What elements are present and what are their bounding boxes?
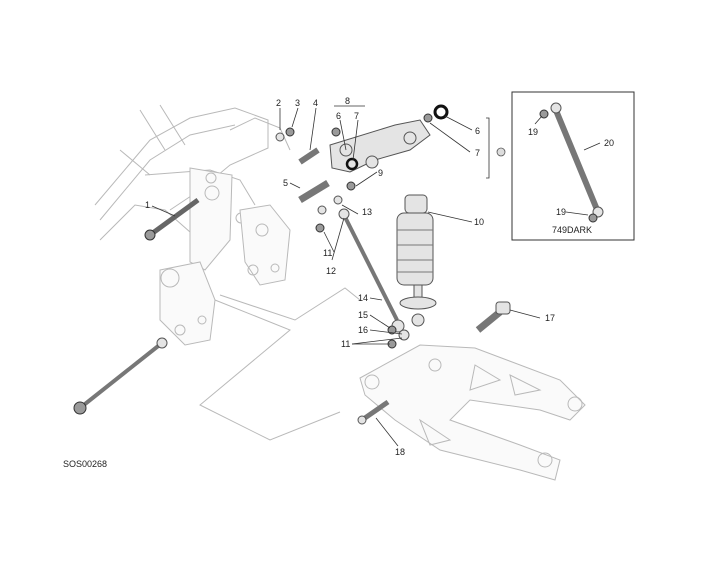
callout-11-low: 11	[341, 339, 350, 349]
part-washer-2	[275, 132, 285, 142]
part-bush-4	[298, 147, 320, 165]
reference-symbol-icon	[496, 147, 506, 157]
part-nut-9	[346, 181, 356, 191]
part-washer-11b	[315, 223, 325, 233]
callout-14: 14	[358, 293, 368, 303]
part-bolt-17	[475, 301, 511, 333]
callout-15: 15	[358, 310, 368, 320]
callout-8: 8	[345, 96, 350, 106]
inset-label: 749DARK	[552, 225, 592, 235]
callout-11: 11	[323, 248, 332, 258]
part-swingarm	[359, 344, 586, 481]
callout-2: 2	[276, 98, 281, 108]
callout-4: 4	[313, 98, 318, 108]
callout-20: 20	[604, 138, 614, 148]
callout-9: 9	[378, 168, 383, 178]
callout-17: 17	[545, 313, 555, 323]
part-bolt-18	[357, 399, 390, 425]
part-washer-11	[317, 205, 327, 215]
drawing-code: SOS00268	[63, 459, 107, 469]
frame-outline	[94, 104, 291, 346]
callout-19-top: 19	[528, 127, 538, 137]
callout-6: 6	[336, 111, 341, 121]
callout-6-right: 6	[475, 126, 480, 136]
callout-3: 3	[295, 98, 300, 108]
callout-labels: 1 2 3 4 5 6 7 8 9 10 11 12 13 14 15 16 1…	[63, 96, 614, 469]
callout-1: 1	[145, 200, 150, 210]
part-pin-5	[298, 180, 330, 203]
part-tie-rod-14	[338, 208, 405, 333]
inset-749dark	[511, 91, 635, 241]
callout-19-bottom: 19	[556, 207, 566, 217]
part-ring-16	[398, 329, 410, 341]
callout-10: 10	[474, 217, 484, 227]
callout-5: 5	[283, 178, 288, 188]
seal-ring	[345, 157, 359, 171]
part-rocker-linkage	[329, 104, 449, 173]
callout-7-right: 7	[475, 148, 480, 158]
part-clip-13	[333, 195, 343, 205]
part-shock-absorber-10	[396, 194, 437, 327]
part-washer-3	[285, 127, 295, 137]
callout-12: 12	[326, 266, 336, 276]
callout-7: 7	[354, 111, 359, 121]
part-pivot-shaft	[73, 337, 168, 415]
frame-plate-outline	[199, 299, 341, 441]
leader-lines	[151, 105, 601, 447]
callout-18: 18	[395, 447, 405, 457]
callout-16: 16	[358, 325, 368, 335]
part-bolt-1	[144, 197, 200, 241]
callout-13: 13	[362, 207, 372, 217]
seal-ring-top	[433, 104, 449, 120]
frame-plate-outline	[219, 287, 361, 321]
